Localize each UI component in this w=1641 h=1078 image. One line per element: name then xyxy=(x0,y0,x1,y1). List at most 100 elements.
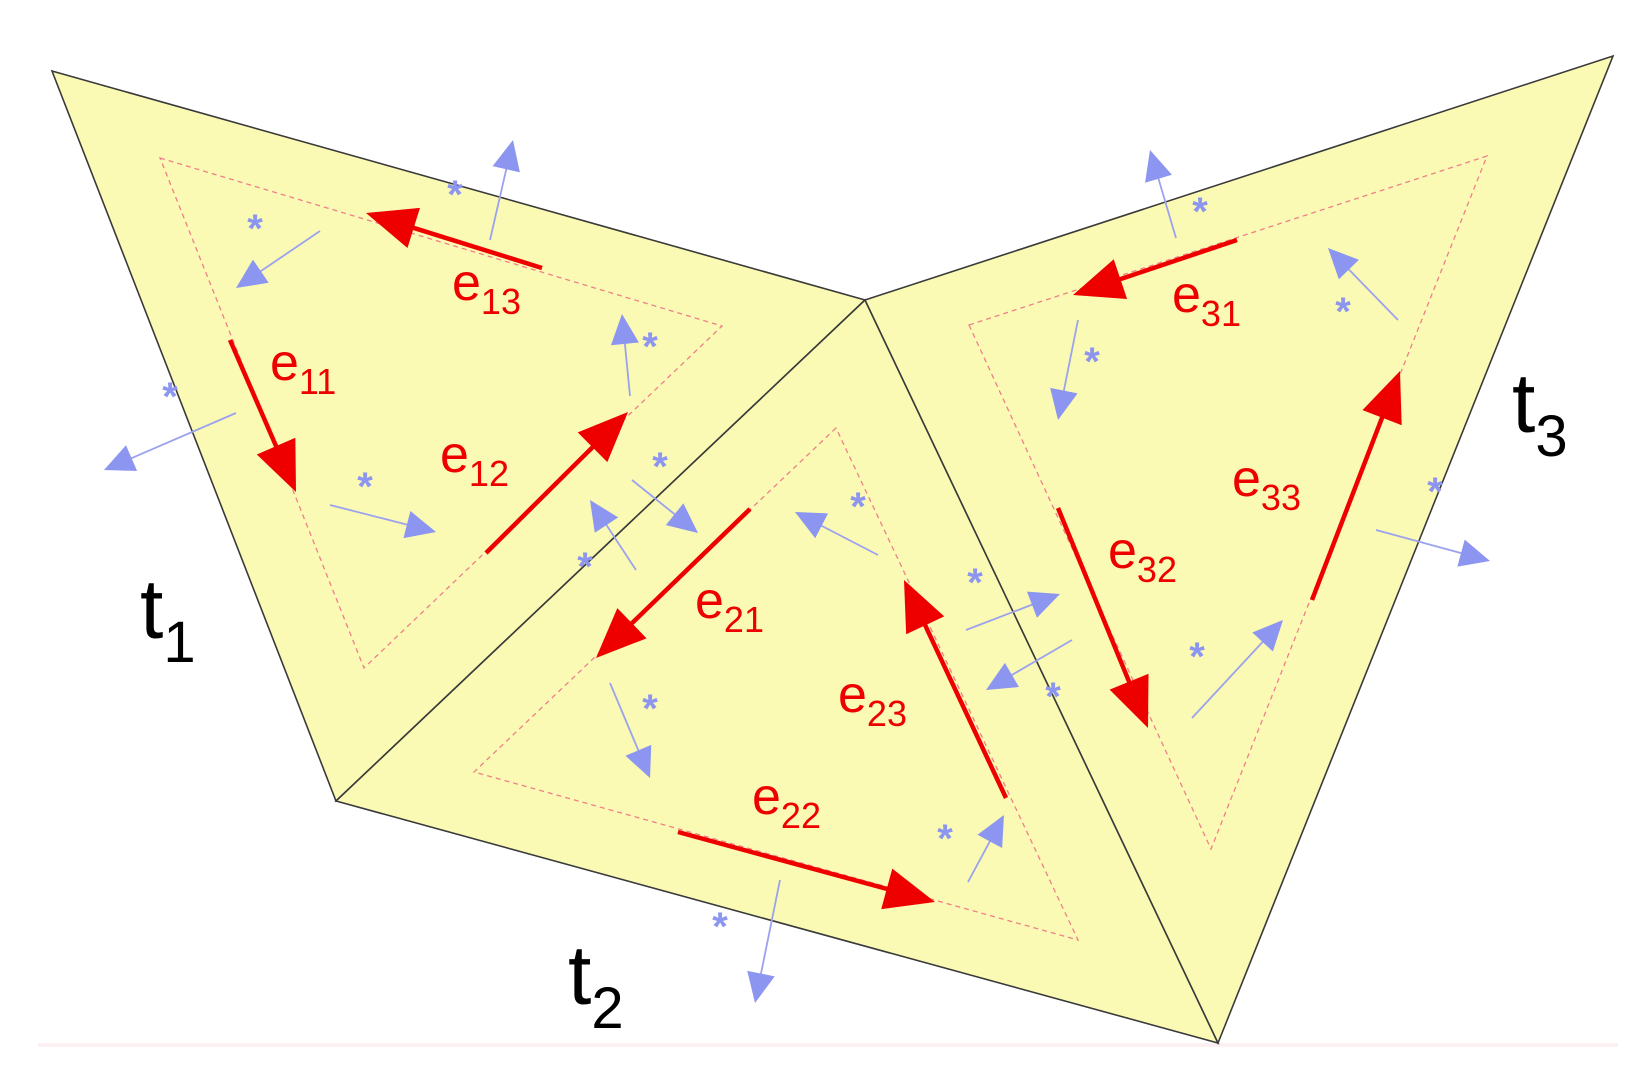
normal-t3-bottom-in-arrow xyxy=(1191,620,1283,719)
normal-t2-left-out-arrow-head xyxy=(590,500,619,533)
normal-t1-left-out-arrow xyxy=(104,412,237,471)
normal-t1-right-out-marker: * xyxy=(652,445,668,489)
normal-t1-right-in-arrow-head xyxy=(610,314,639,346)
edge-arrow-e31 xyxy=(1073,237,1238,300)
normal-t2-right-out-arrow-shaft xyxy=(965,603,1035,631)
normal-t2-right-out-arrow xyxy=(965,591,1060,631)
triangle-t3 xyxy=(863,54,1615,1045)
edge-arrow-e31-shaft xyxy=(1117,237,1238,282)
edge-arrow-e32-shaft xyxy=(1055,507,1132,685)
edge-arrow-e33-head xyxy=(1362,371,1402,426)
normal-t3-top-in-arrow-shaft xyxy=(1346,267,1399,321)
normal-t3-bottom-in-arrow-shaft xyxy=(1191,639,1265,719)
normal-t3-bottom-in-arrow-head xyxy=(1252,620,1283,652)
edge-arrow-e22 xyxy=(677,829,935,910)
normal-t3-right-out-arrow xyxy=(1375,529,1490,567)
edge-arrow-e11 xyxy=(227,339,296,492)
normal-t2-left-in-arrow xyxy=(609,682,652,778)
normal-t1-bottom-in-marker: * xyxy=(357,465,373,509)
edge-label-e21: e21 xyxy=(695,572,764,640)
edge-arrow-e11-head xyxy=(256,437,296,492)
edge-arrow-e12-head xyxy=(577,412,628,463)
normal-t3-right-out-arrow-shaft xyxy=(1375,529,1464,555)
normal-t3-left-out-arrow-head xyxy=(986,662,1019,690)
edge-label-e22: e22 xyxy=(752,768,821,836)
edge-arrow-e33-shaft xyxy=(1309,414,1385,601)
edge-arrow-e23-head xyxy=(904,580,945,635)
normal-t3-top-in-arrow xyxy=(1328,248,1399,321)
normal-t2-top-in-arrow-head xyxy=(795,512,829,539)
edge-arrow-e23-shaft xyxy=(922,622,1009,799)
normal-t2-right-in-arrow-shaft xyxy=(967,839,992,883)
edge-label-e12: e12 xyxy=(440,426,509,494)
normal-t1-top-in-marker: * xyxy=(247,207,263,251)
edge-arrow-e11-shaft xyxy=(227,339,279,449)
triangle-label-t1: t1 xyxy=(140,562,196,675)
normal-t3-left-out-arrow-shaft xyxy=(1009,639,1073,677)
normal-t2-right-in-arrow xyxy=(967,815,1004,883)
normal-t2-left-out-marker: * xyxy=(577,545,593,589)
edge-arrow-e32-head xyxy=(1109,673,1149,728)
triangle-label-t3: t3 xyxy=(1512,356,1568,469)
normal-t2-bottom-out-arrow-head xyxy=(747,970,775,1003)
edge-arrow-e13-shaft xyxy=(411,225,543,271)
normal-t1-top-out-marker: * xyxy=(447,173,463,217)
normal-t2-bottom-out-arrow-shaft xyxy=(759,879,781,976)
normal-t3-left-in-arrow-head xyxy=(1050,387,1078,420)
edge-arrow-e13-head xyxy=(366,207,420,248)
normal-t2-right-out-arrow-head xyxy=(1026,591,1060,618)
normal-t3-top-in-arrow-head xyxy=(1328,248,1359,280)
normal-arrows: ****************** xyxy=(104,140,1490,1003)
normal-t3-top-out-arrow xyxy=(1145,150,1177,239)
normal-t1-top-in-arrow-shaft xyxy=(258,230,321,274)
edge-arrow-e21-head xyxy=(596,608,647,658)
normal-t3-left-out-marker: * xyxy=(1045,675,1061,719)
normal-t1-left-out-arrow-shaft xyxy=(129,412,237,460)
normal-t2-left-in-arrow-shaft xyxy=(609,682,640,753)
normal-t1-top-out-arrow xyxy=(489,140,520,241)
edge-arrow-e21 xyxy=(596,507,752,658)
normal-t3-left-in-marker: * xyxy=(1084,340,1100,384)
normal-t1-top-in-arrow xyxy=(236,230,321,288)
normal-t1-top-in-arrow-head xyxy=(236,259,269,288)
edge-arrow-e22-shaft xyxy=(677,829,890,892)
normal-t3-top-out-marker: * xyxy=(1192,190,1208,234)
normal-t1-right-out-arrow-head xyxy=(665,503,698,533)
normal-t3-left-in-arrow-shaft xyxy=(1062,319,1079,393)
normal-t3-left-in-arrow xyxy=(1050,319,1079,420)
normal-t3-left-out-arrow xyxy=(986,639,1073,690)
normal-t2-left-out-arrow-shaft xyxy=(604,522,637,571)
edge-arrow-e31-head xyxy=(1073,259,1128,300)
edge-arrow-e13 xyxy=(366,207,543,271)
normal-t3-bottom-in-marker: * xyxy=(1189,635,1205,679)
normal-t2-top-in-marker: * xyxy=(850,485,866,529)
normal-t2-top-in-arrow xyxy=(795,512,879,556)
normal-t1-bottom-in-arrow-head xyxy=(403,511,436,539)
normal-t1-left-out-marker: * xyxy=(162,375,178,419)
normal-t1-right-in-marker: * xyxy=(642,325,658,369)
baseline-strip xyxy=(38,1043,1618,1047)
edge-arrow-e21-shaft xyxy=(628,507,752,627)
edge-label-e13: e13 xyxy=(452,254,521,322)
normal-t2-right-out-marker: * xyxy=(967,561,983,605)
edge-arrow-e22-head xyxy=(881,868,935,910)
normal-t1-top-out-arrow-shaft xyxy=(489,167,508,241)
normal-t1-top-out-arrow-head xyxy=(492,140,520,173)
normal-t1-bottom-in-arrow-shaft xyxy=(329,504,410,526)
normal-t1-bottom-in-arrow xyxy=(329,504,436,539)
normal-t1-right-out-arrow xyxy=(631,479,698,533)
normal-t3-right-out-arrow-head xyxy=(1457,539,1490,567)
normal-t3-top-out-arrow-head xyxy=(1145,150,1172,183)
normal-t2-left-in-marker: * xyxy=(642,687,658,731)
normal-t1-right-out-arrow-shaft xyxy=(631,479,677,517)
normal-t2-left-out-arrow xyxy=(590,500,637,571)
normal-t2-top-in-arrow-shaft xyxy=(819,524,879,556)
edge-arrow-e12-shaft xyxy=(484,444,596,555)
normal-t2-right-in-marker: * xyxy=(937,817,953,861)
normal-t3-top-in-marker: * xyxy=(1335,290,1351,334)
normal-t1-right-in-arrow xyxy=(610,314,639,397)
edge-arrow-e33 xyxy=(1309,371,1402,601)
normal-t2-bottom-out-marker: * xyxy=(712,905,728,949)
